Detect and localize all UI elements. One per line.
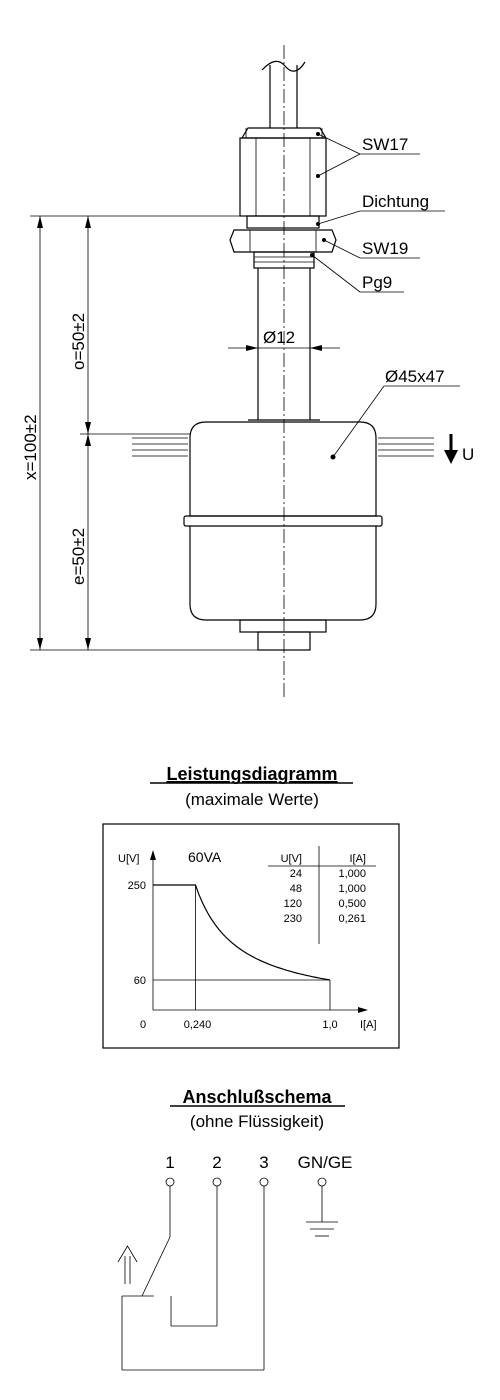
table-cell-i: 0,500 (338, 898, 366, 910)
d12-label: Ø12 (263, 328, 295, 347)
y-axis-arrow (150, 850, 156, 860)
table-cell-u: 230 (284, 913, 302, 925)
e-dimension (85, 434, 91, 650)
terminal-1 (165, 1177, 175, 1187)
down-arrow-icon (444, 434, 458, 464)
e-dim-label: e=50±2 (69, 528, 88, 585)
terminal-2 (212, 1177, 222, 1187)
power-label: 60VA (188, 849, 222, 865)
terminal-3-label: 3 (259, 1153, 268, 1172)
o-dimension (85, 216, 91, 434)
stem (248, 268, 320, 421)
cable (261, 60, 306, 128)
water-level-lines (132, 437, 434, 457)
x-tick-0240: 0,240 (184, 1019, 212, 1031)
terminal-gnge-label: GN/GE (298, 1153, 353, 1172)
sw17-nut (239, 127, 328, 217)
terminal-3 (259, 1177, 269, 1187)
power-curve (153, 884, 331, 981)
table-header-u: U[V] (281, 853, 302, 865)
float-body (183, 421, 383, 621)
table-cell-i: 1,000 (338, 868, 366, 880)
y-tick-250: 250 (128, 880, 146, 892)
sw17-leader (316, 132, 420, 178)
x-axis-label: I[A] (360, 1019, 377, 1031)
table-cell-u: 24 (290, 868, 302, 880)
sw19-nut (229, 229, 337, 253)
connection-title: Anschlußschema (182, 1087, 332, 1107)
y-tick-60: 60 (134, 975, 146, 987)
terminal-1-label: 1 (165, 1153, 174, 1172)
connection-section: Anschlußschema (ohne Flüssigkeit) 1 2 3 … (117, 1087, 353, 1371)
sw19-leader (322, 238, 420, 259)
bottom-stub (239, 619, 327, 651)
table-cell-u: 48 (290, 883, 302, 895)
x-axis-arrow (358, 1007, 368, 1013)
table-cell-i: 0,261 (338, 913, 366, 925)
sw17-label: SW17 (362, 135, 408, 154)
up-arrow-icon (117, 1245, 138, 1284)
pg9-leader (310, 253, 404, 293)
x-dimension (37, 216, 43, 650)
d45-leader (330, 385, 460, 460)
d12-dimension (228, 345, 340, 351)
x-tick-1: 1,0 (322, 1019, 337, 1031)
performance-chart: U[V] I[A] 60VA 250 60 0 0,240 1,0 (118, 849, 377, 1031)
table-cell-i: 1,000 (338, 883, 366, 895)
pg9-thread (253, 251, 315, 269)
switch-wiring (121, 1186, 265, 1371)
value-table: U[V] I[A] 24 1,000 48 1,000 120 0,500 23… (268, 846, 376, 944)
performance-subtitle: (maximale Werte) (185, 790, 319, 809)
o-dim-label: o=50±2 (69, 313, 88, 370)
terminal-2-label: 2 (212, 1153, 221, 1172)
performance-title: Leistungsdiagramm (166, 764, 337, 784)
x-tick-0: 0 (140, 1019, 146, 1031)
ground-icon (306, 1186, 338, 1237)
d45-label: Ø45x47 (385, 367, 445, 386)
chart-frame (102, 823, 400, 1049)
terminal-gnge (317, 1177, 327, 1187)
y-axis-label: U[V] (118, 853, 139, 865)
seal (246, 215, 320, 229)
table-cell-u: 120 (284, 898, 302, 910)
extension-lines (30, 215, 260, 651)
dichtung-leader (316, 210, 445, 226)
connection-subtitle: (ohne Flüssigkeit) (190, 1112, 324, 1131)
float-switch-drawing: U SW17 Dichtung SW19 P (21, 45, 474, 700)
table-header-i: I[A] (349, 853, 366, 865)
x-dim-label: x=100±2 (21, 414, 40, 480)
u-label: U (462, 445, 474, 464)
pg9-label: Pg9 (362, 273, 392, 292)
sw19-label: SW19 (362, 239, 408, 258)
performance-section: Leistungsdiagramm (maximale Werte) U[V] … (102, 764, 400, 1049)
dichtung-label: Dichtung (362, 192, 429, 211)
